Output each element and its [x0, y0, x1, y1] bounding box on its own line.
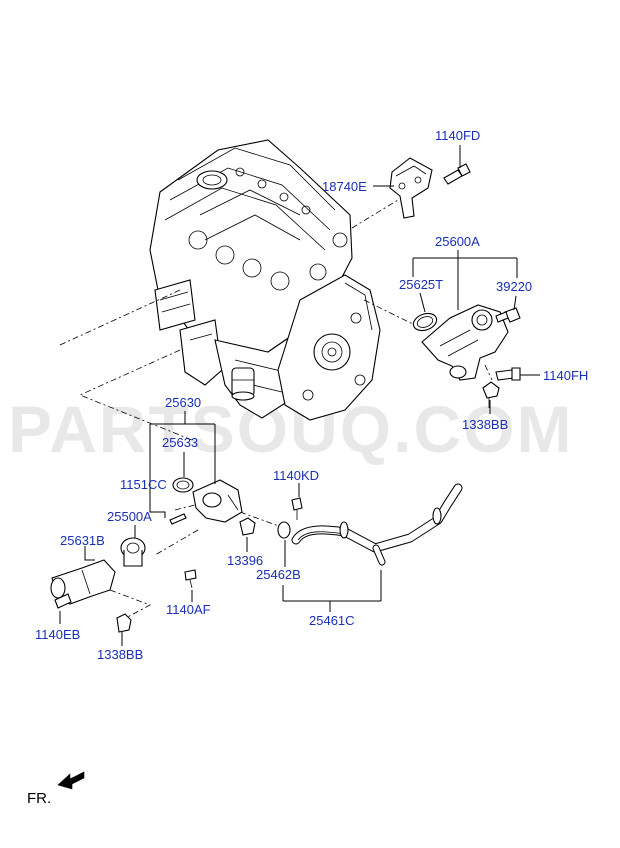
label-13396[interactable]: 13396	[227, 553, 263, 568]
label-1140KD[interactable]: 1140KD	[273, 468, 319, 483]
thermostat-housing-25630-icon	[192, 479, 243, 523]
label-1338BB-top[interactable]: 1338BB	[462, 417, 508, 432]
label-1140AF[interactable]: 1140AF	[166, 602, 211, 617]
label-25625T[interactable]: 25625T	[399, 277, 443, 292]
bracket-18740E-icon	[389, 157, 433, 219]
label-1140FH[interactable]: 1140FH	[543, 368, 588, 383]
label-1338BB-bottom[interactable]: 1338BB	[97, 647, 143, 662]
label-18740E[interactable]: 18740E	[322, 179, 367, 194]
nut-1338BB-bottom-icon	[116, 613, 132, 633]
nut-1338BB-top-icon	[482, 381, 500, 408]
leader-lines	[59, 145, 540, 646]
label-1140FD[interactable]: 1140FD	[435, 128, 480, 143]
label-39220[interactable]: 39220	[496, 279, 532, 294]
label-25461C[interactable]: 25461C	[309, 613, 355, 628]
bolt-1140EB-icon	[54, 593, 72, 609]
label-1151CC[interactable]: 1151CC	[120, 477, 167, 492]
sensor-39220-icon	[495, 307, 521, 323]
bolt-1140FH-icon	[495, 367, 521, 381]
thermostat-25500A-icon	[120, 537, 146, 567]
label-25600A[interactable]: 25600A	[435, 234, 480, 249]
oring-25633-icon	[172, 477, 194, 493]
pipe-25461C-icon	[291, 483, 463, 566]
nut-13396-icon	[239, 517, 256, 536]
stud-1151CC-icon	[169, 513, 187, 525]
front-label: FR.	[27, 790, 51, 807]
label-25500A[interactable]: 25500A	[107, 509, 152, 524]
engine-block-illustration	[149, 139, 381, 421]
label-1140EB[interactable]: 1140EB	[35, 627, 80, 642]
oring-25625T-icon	[412, 312, 438, 332]
label-25631B[interactable]: 25631B	[60, 533, 105, 548]
front-arrow-icon	[57, 771, 85, 790]
housing-25600A-icon	[421, 304, 509, 381]
bolt-1140AF-icon	[184, 569, 197, 589]
label-25462B[interactable]: 25462B	[256, 567, 301, 582]
front-direction-marker: FR.	[27, 771, 85, 807]
label-25630[interactable]: 25630	[165, 395, 201, 410]
label-25633[interactable]: 25633	[162, 435, 198, 450]
part-labels: 1140FD 18740E 25600A 25625T 39220 1140FH…	[35, 128, 588, 662]
oring-25462B-icon	[277, 521, 291, 539]
bolt-1140KD-icon	[291, 497, 303, 520]
bolt-1140FD-icon	[443, 163, 471, 185]
